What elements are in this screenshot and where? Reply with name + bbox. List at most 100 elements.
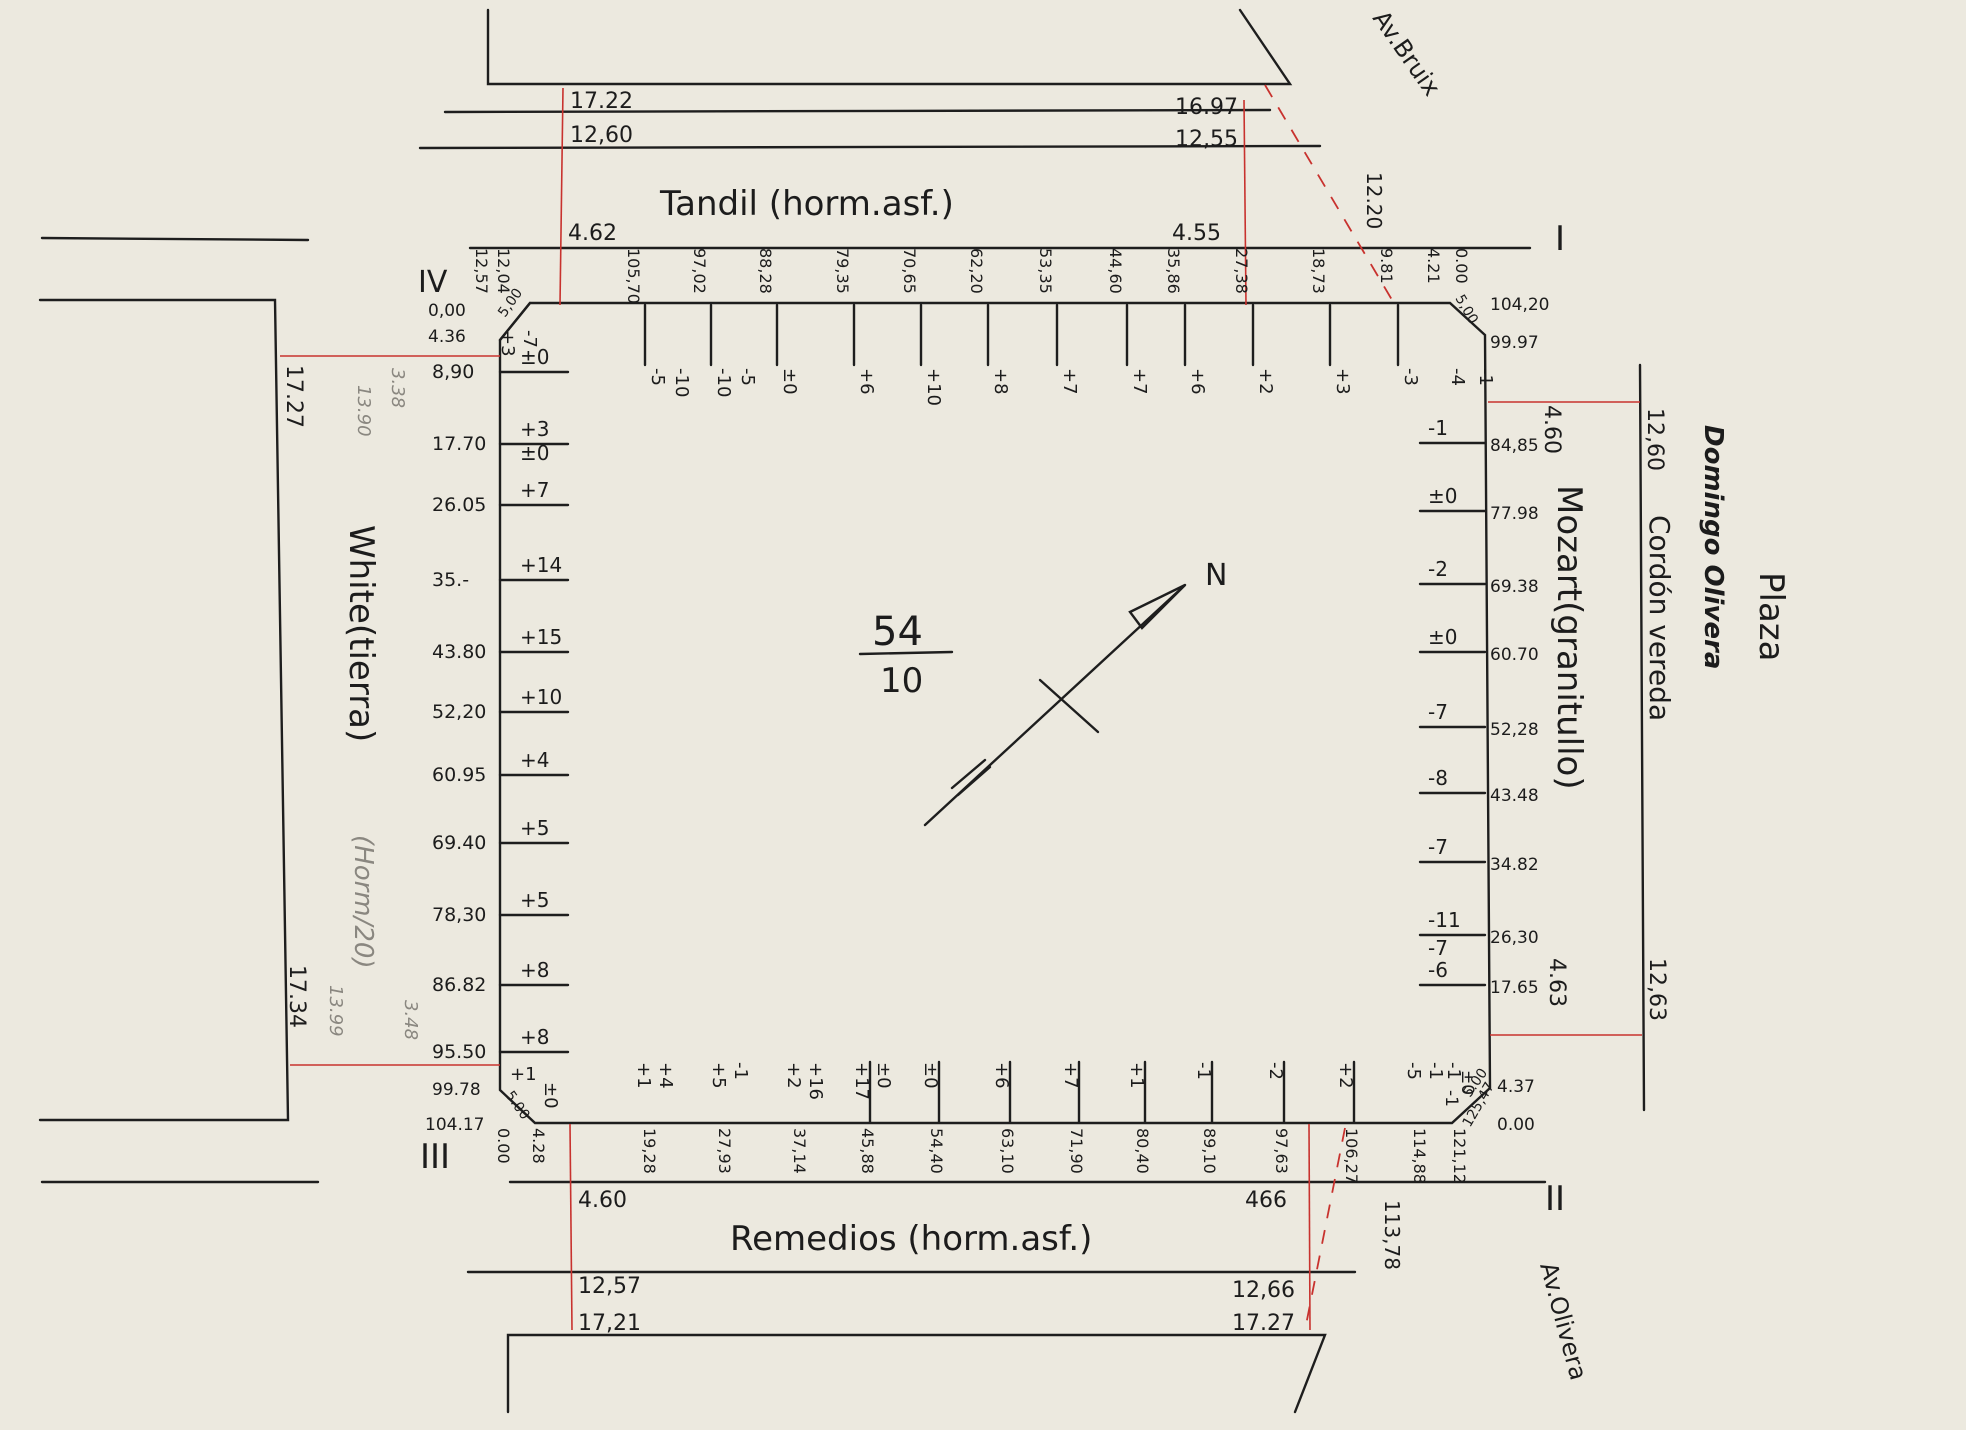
corner-iii-d2: 104.17	[425, 1115, 484, 1135]
right-distance: 84,85	[1490, 436, 1539, 456]
top-distance: 44,60	[1106, 248, 1125, 294]
top-level: -10	[671, 368, 692, 397]
right-level: -7	[1428, 936, 1448, 960]
corner-iii-d4: 4.28	[529, 1128, 548, 1164]
left-distance: 35.-	[432, 569, 469, 591]
corner-iv-d1: 0,00	[428, 301, 466, 321]
bottom-distance: 19,28	[640, 1128, 659, 1174]
right-level: ±0	[1428, 484, 1457, 508]
top-level: -1	[1475, 368, 1496, 386]
left-level: ±0	[520, 345, 549, 369]
street-white-pencil: (Horm/20)	[348, 835, 378, 969]
corner-ii-d2: 0.00	[1497, 1115, 1535, 1135]
bottom-distance: 106,27	[1342, 1128, 1361, 1184]
corner-ii-d1: 4.37	[1497, 1077, 1535, 1097]
bottom-level: -1	[1443, 1062, 1464, 1080]
width-left-pencil-b: 13.90	[353, 385, 374, 437]
top-distance: 27,38	[1232, 248, 1251, 294]
bottom-level: ±0	[873, 1062, 894, 1089]
top-distance: 18,73	[1309, 248, 1328, 294]
bottom-level: -5	[1403, 1062, 1424, 1080]
street-white: White(tierra)	[341, 525, 381, 742]
left-distance: 95.50	[432, 1041, 486, 1063]
width-right-walk-top: 4.60	[1539, 405, 1564, 454]
left-level: +4	[520, 748, 549, 772]
left-level: +3	[520, 417, 549, 441]
corner-iii-d1: 99.78	[432, 1080, 481, 1100]
top-distance: 97,02	[690, 248, 709, 294]
av-bruix-line	[1264, 84, 1396, 306]
top-level: +7	[1129, 368, 1150, 395]
right-distance: 52,28	[1490, 720, 1539, 740]
width-right-outer-top: 12,60	[1642, 408, 1667, 471]
bottom-level: -2	[1265, 1062, 1286, 1080]
top-level: +2	[1255, 368, 1276, 395]
top-building-outline	[486, 8, 1293, 86]
left-level: ±0	[520, 441, 549, 465]
top-distance: 4.21	[1424, 248, 1443, 284]
bottom-level: +16	[805, 1062, 826, 1100]
width-right-outer-bottom: 12,63	[1644, 958, 1669, 1021]
width-left-bottom: 17.34	[284, 965, 309, 1028]
width-left-pencil-a: 3.38	[387, 368, 408, 408]
width-bottom-outer-left: 17,21	[578, 1311, 641, 1336]
right-level: -8	[1428, 766, 1448, 790]
block-fraction-denominator: 10	[880, 661, 923, 701]
av-olivera-line	[1304, 1127, 1346, 1331]
bottom-level: -1	[1193, 1062, 1214, 1080]
right-distance: 43.48	[1490, 786, 1539, 806]
right-level: -7	[1428, 835, 1448, 859]
top-level: -5	[647, 368, 668, 386]
top-distance: 0.00	[1452, 248, 1471, 284]
width-right-walk-bottom: 4.63	[1544, 958, 1569, 1007]
width-top-mid-right: 12,55	[1175, 127, 1238, 152]
top-level: +10	[923, 368, 944, 406]
right-level: -11	[1428, 908, 1461, 932]
top-distance: 53,35	[1036, 248, 1055, 294]
bottom-distance: 27,93	[715, 1128, 734, 1174]
street-tandil: Tandil (horm.asf.)	[659, 184, 954, 224]
right-distance: 77.98	[1490, 504, 1539, 524]
bottom-distance: 121,12	[1450, 1128, 1469, 1184]
left-distance: 52,20	[432, 701, 486, 723]
width-left-pencil-c: 3.48	[400, 1000, 421, 1040]
bottom-level: +17	[851, 1062, 872, 1100]
bottom-level: +1	[633, 1062, 654, 1089]
left-distance: 69.40	[432, 832, 486, 854]
right-level: ±0	[1428, 625, 1457, 649]
right-level: -1	[1428, 416, 1448, 440]
bottom-distance: 63,10	[998, 1128, 1017, 1174]
left-distance: 78,30	[432, 904, 486, 926]
top-level: +8	[990, 368, 1011, 395]
block-number: 54	[872, 609, 923, 655]
bottom-level: +7	[1060, 1062, 1081, 1089]
plaza-label: Plaza	[1751, 572, 1791, 661]
right-level: -7	[1428, 700, 1448, 724]
right-distance: 17.65	[1490, 978, 1539, 998]
top-level: -5	[737, 368, 758, 386]
left-level: +15	[520, 625, 562, 649]
bottom-level: +4	[655, 1062, 676, 1089]
corner-iii-label: III	[420, 1137, 450, 1177]
bottom-level: -1	[1425, 1062, 1446, 1080]
corner-iii-d3: 0.00	[494, 1128, 513, 1164]
bottom-level: +5	[708, 1062, 729, 1089]
north-arrow	[923, 583, 1187, 827]
left-distance: 86.82	[432, 974, 486, 996]
tandil-line-2	[418, 144, 1322, 150]
bottom-level: +2	[1335, 1062, 1356, 1089]
left-distance: 26.05	[432, 494, 486, 516]
corner-i-label: I	[1555, 219, 1565, 259]
right-distance: 26,30	[1490, 928, 1539, 948]
right-level: -2	[1428, 557, 1448, 581]
left-level: +7	[520, 478, 549, 502]
corner-i-d1: 104,20	[1490, 295, 1549, 315]
left-distance: 17.70	[432, 433, 486, 455]
bottom-distance: 89,10	[1200, 1128, 1219, 1174]
width-bottom-walk-right: 466	[1245, 1188, 1287, 1213]
left-distance: 60.95	[432, 764, 486, 786]
top-distance: 35,86	[1164, 248, 1183, 294]
width-bottom-walk-left: 4.60	[578, 1188, 627, 1213]
street-mozart: Mozart(granitullo)	[1549, 485, 1589, 790]
top-distance: 79,35	[833, 248, 852, 294]
